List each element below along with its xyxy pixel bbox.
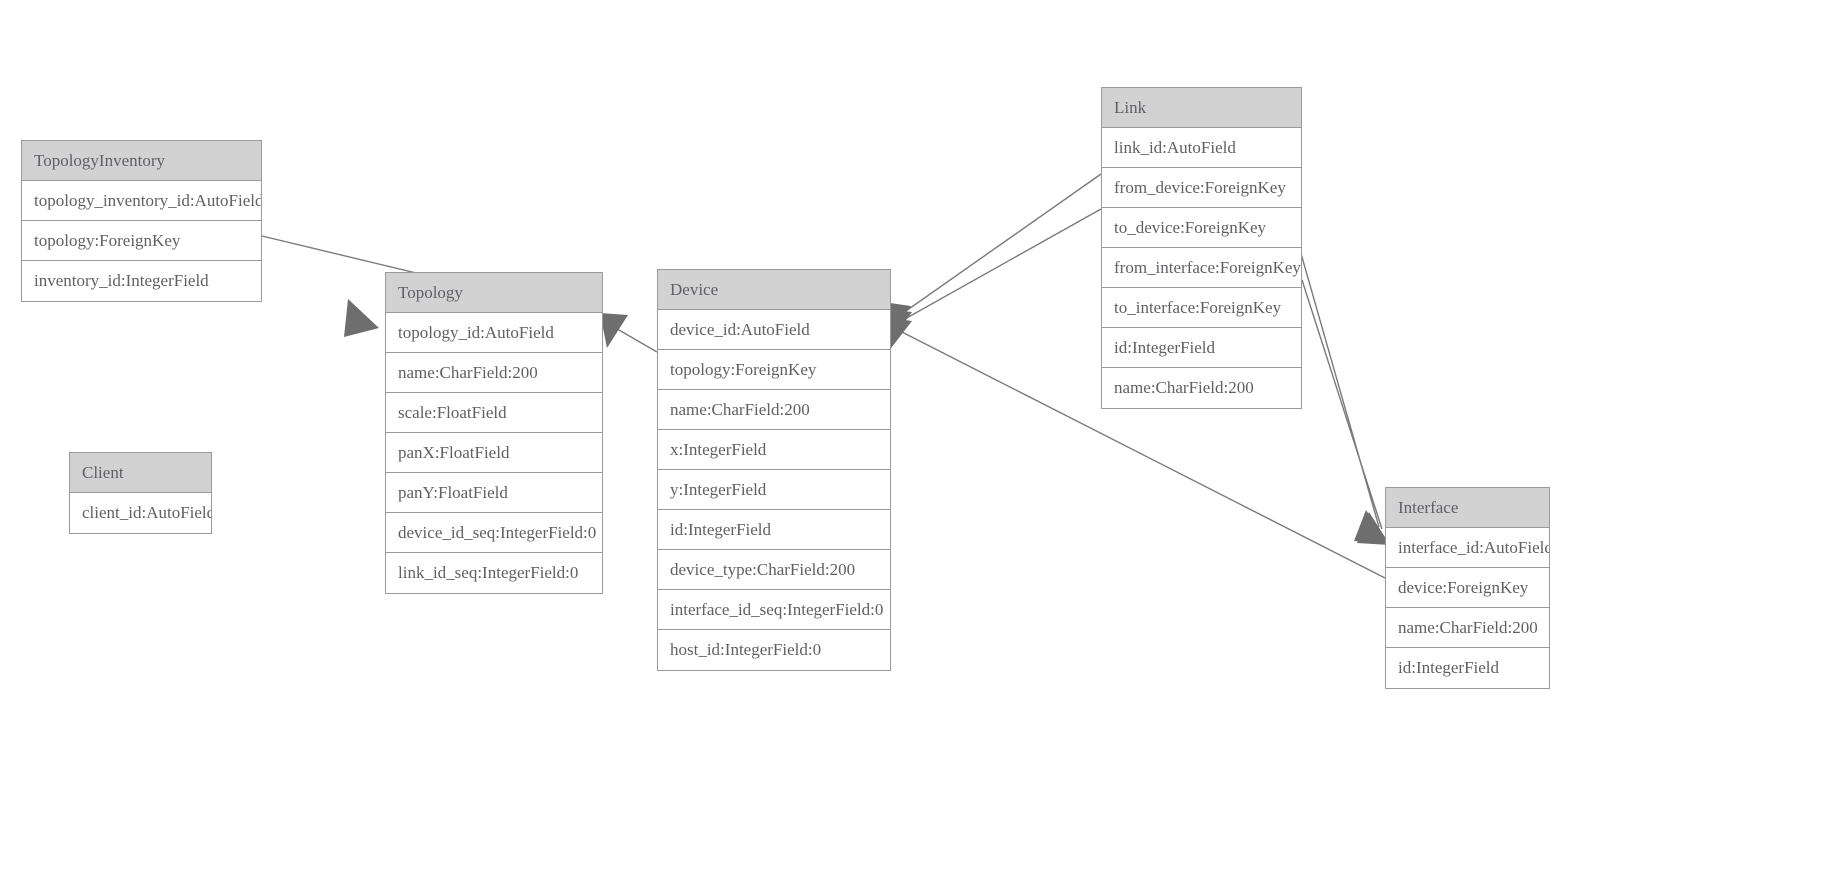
entity-title-device: Device bbox=[658, 270, 890, 310]
relationship-edge bbox=[889, 208, 1102, 344]
entity-title-link: Link bbox=[1102, 88, 1301, 128]
entity-field-row: x:IntegerField bbox=[658, 430, 890, 470]
entity-title-topology_inventory: TopologyInventory bbox=[22, 141, 261, 181]
entity-field-row: panY:FloatField bbox=[386, 473, 602, 513]
entity-field-row: to_device:ForeignKey bbox=[1102, 208, 1301, 248]
entity-field-row: client_id:AutoField bbox=[70, 493, 211, 533]
relationship-edge bbox=[1301, 279, 1390, 545]
entity-field-row: to_interface:ForeignKey bbox=[1102, 288, 1301, 328]
relationship-edge bbox=[1297, 242, 1388, 543]
entity-field-row: topology_inventory_id:AutoField bbox=[22, 181, 261, 221]
relationship-arrowhead-icon bbox=[889, 310, 912, 344]
entity-field-row: id:IntegerField bbox=[658, 510, 890, 550]
entity-field-row: scale:FloatField bbox=[386, 393, 602, 433]
entity-field-row: from_interface:ForeignKey bbox=[1102, 248, 1301, 288]
relationship-edge bbox=[600, 313, 658, 353]
entity-field-row: y:IntegerField bbox=[658, 470, 890, 510]
entity-field-row: from_device:ForeignKey bbox=[1102, 168, 1301, 208]
entity-field-row: name:CharField:200 bbox=[1386, 608, 1549, 648]
entity-field-row: interface_id_seq:IntegerField:0 bbox=[658, 590, 890, 630]
relationship-arrowhead-icon bbox=[344, 299, 379, 337]
entity-field-row: link_id_seq:IntegerField:0 bbox=[386, 553, 602, 593]
relationship-arrowhead-icon bbox=[600, 313, 628, 348]
entity-field-row: device_id_seq:IntegerField:0 bbox=[386, 513, 602, 553]
relationship-line bbox=[895, 208, 1102, 325]
relationship-line bbox=[1297, 242, 1380, 528]
relationship-line bbox=[611, 325, 658, 353]
entity-field-row: host_id:IntegerField:0 bbox=[658, 630, 890, 670]
entity-field-row: inventory_id:IntegerField bbox=[22, 261, 261, 301]
entity-field-row: topology:ForeignKey bbox=[658, 350, 890, 390]
relationship-arrowhead-icon bbox=[1354, 510, 1388, 543]
entity-title-client: Client bbox=[70, 453, 211, 493]
entity-field-row: name:CharField:200 bbox=[1102, 368, 1301, 408]
entity-field-row: panX:FloatField bbox=[386, 433, 602, 473]
entity-field-row: id:IntegerField bbox=[1102, 328, 1301, 368]
entity-field-row: topology_id:AutoField bbox=[386, 313, 602, 353]
relationship-arrowhead-icon bbox=[888, 318, 912, 352]
relationship-line bbox=[895, 173, 1102, 319]
entity-title-interface: Interface bbox=[1386, 488, 1549, 528]
entity-field-row: device:ForeignKey bbox=[1386, 568, 1549, 608]
entity-field-row: name:CharField:200 bbox=[386, 353, 602, 393]
entity-field-row: name:CharField:200 bbox=[658, 390, 890, 430]
entity-field-row: device_id:AutoField bbox=[658, 310, 890, 350]
relationship-line bbox=[1301, 279, 1383, 530]
entity-field-row: topology:ForeignKey bbox=[22, 221, 261, 261]
relationship-edge bbox=[886, 173, 1102, 339]
entity-title-topology: Topology bbox=[386, 273, 602, 313]
entity-field-row: id:IntegerField bbox=[1386, 648, 1549, 688]
entity-field-row: link_id:AutoField bbox=[1102, 128, 1301, 168]
entity-field-row: device_type:CharField:200 bbox=[658, 550, 890, 590]
entity-field-row: interface_id:AutoField bbox=[1386, 528, 1549, 568]
